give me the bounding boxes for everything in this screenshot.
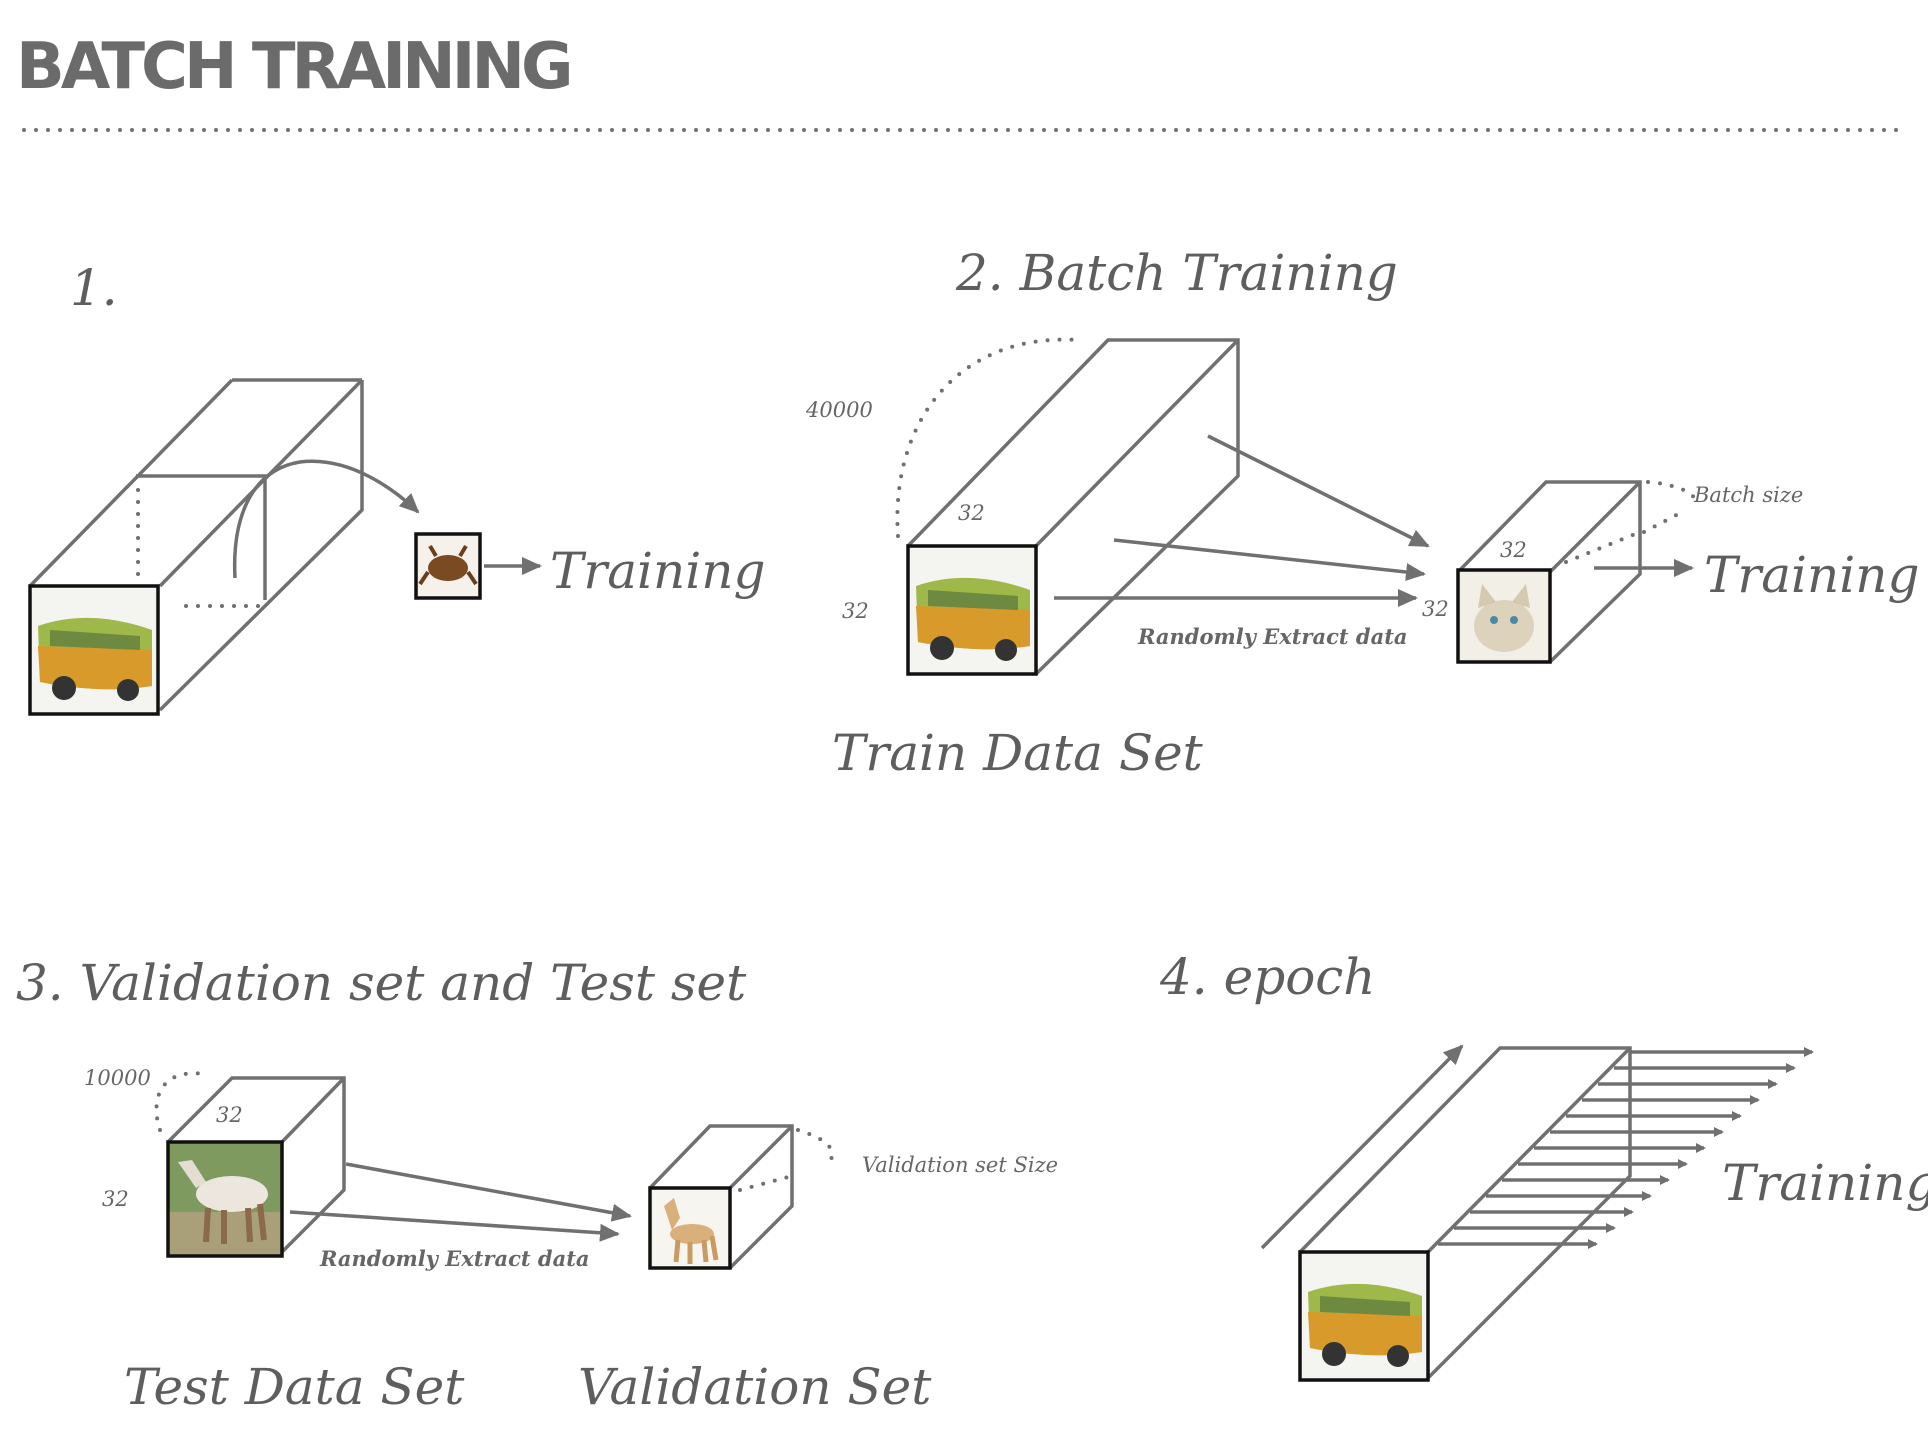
bus-image — [30, 586, 158, 714]
train-depth-label: 40000 — [805, 398, 873, 422]
val-size-dotted — [796, 1128, 835, 1168]
prism-middle-section — [136, 474, 267, 600]
randomly-extract-label: Randomly Extract data — [319, 1246, 590, 1271]
epoch-training-arrows — [1438, 1047, 1814, 1249]
bus-image-frame — [1298, 1250, 1430, 1382]
extract-arrow-top — [1207, 434, 1430, 548]
section-1-training-label: Training — [550, 542, 765, 600]
epoch-direction-arrow — [1260, 1044, 1464, 1250]
frog-image — [414, 532, 482, 600]
page-title: BATCH TRAINING — [16, 30, 570, 104]
section-1-heading: 1. — [70, 259, 118, 317]
train-height-label: 32 — [842, 599, 869, 623]
extract-arrow-bottom — [289, 1210, 620, 1242]
section-2: 2. Batch Training 40000 32 32 Randomly E… — [805, 244, 1919, 782]
batch-hidden-edge — [1642, 508, 1688, 534]
validation-prism — [648, 1124, 794, 1270]
test-depth-dotted — [154, 1071, 206, 1132]
section-4-training-label: Training — [1722, 1154, 1928, 1212]
section-3-heading: 3. Validation set and Test set — [16, 954, 747, 1012]
frog-image-frame — [414, 532, 482, 600]
cat-image — [1458, 570, 1550, 662]
batch-height-label: 32 — [1422, 597, 1449, 621]
test-data-set-caption: Test Data Set — [124, 1358, 465, 1416]
bus-image — [908, 546, 1036, 674]
batch-prism — [1456, 480, 1642, 664]
bus-image-frame — [28, 584, 160, 716]
section-3: 3. Validation set and Test set 10000 32 … — [16, 954, 1058, 1416]
cat-image-frame — [1456, 568, 1552, 664]
section-4: 4. epoch Training — [1159, 948, 1928, 1382]
randomly-extract-label: Randomly Extract data — [1137, 624, 1408, 649]
test-data-prism — [166, 1076, 346, 1254]
train-data-set-caption: Train Data Set — [832, 724, 1204, 782]
train-width-label: 32 — [958, 501, 985, 525]
test-depth-label: 10000 — [84, 1066, 151, 1090]
test-width-label: 32 — [216, 1103, 243, 1127]
section-2-heading: 2. Batch Training — [955, 244, 1398, 302]
horse-image-frame — [166, 1140, 284, 1258]
dog-image-frame — [648, 1186, 732, 1270]
batch-size-dotted — [1646, 480, 1698, 502]
pick-one-arrow — [232, 459, 420, 579]
extract-arrow-top — [345, 1162, 632, 1222]
section-1: 1. Training — [28, 259, 765, 716]
extract-arrow-middle — [1113, 538, 1426, 581]
bus-image — [1300, 1252, 1428, 1380]
validation-size-label: Validation set Size — [862, 1153, 1058, 1177]
test-height-label: 32 — [102, 1187, 129, 1211]
dog-image — [650, 1188, 730, 1268]
batch-size-label: Batch size — [1693, 483, 1803, 507]
validation-set-caption: Validation Set — [578, 1358, 932, 1416]
batch-hidden-edge — [1564, 530, 1642, 564]
train-data-prism — [906, 338, 1240, 676]
batch-width-label: 32 — [1500, 538, 1527, 562]
section-2-training-label: Training — [1704, 546, 1919, 604]
bus-image-frame — [906, 544, 1038, 676]
horse-image — [168, 1142, 282, 1256]
section-4-heading: 4. epoch — [1159, 948, 1376, 1006]
depth-dotted-arc — [895, 337, 1082, 538]
val-hidden-edge — [738, 1174, 794, 1192]
